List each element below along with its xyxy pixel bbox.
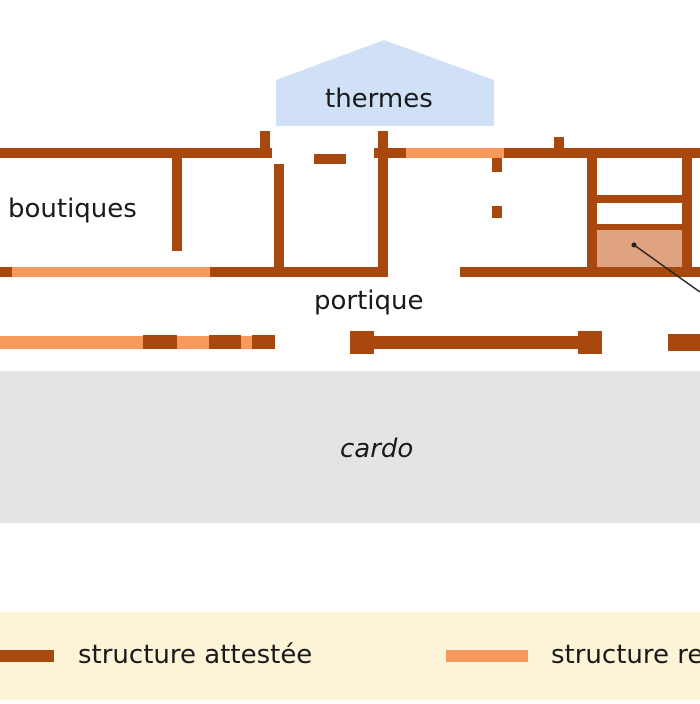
wall-room-shelf-2 [597, 224, 682, 230]
wall-partition-3 [378, 158, 388, 270]
wall-room-shelf [597, 195, 682, 203]
thermes-building [276, 40, 494, 126]
wall-stub-north-3 [378, 131, 388, 158]
legend-attested-swatch [0, 650, 54, 662]
wall-north-mid [374, 148, 406, 158]
wall-north-right [504, 148, 700, 158]
portique-label: portique [314, 286, 424, 316]
wall-pier-2 [492, 206, 502, 218]
wall-south-right [460, 267, 700, 277]
restored-north [406, 148, 504, 158]
legend-restored-label: structure re [551, 640, 700, 670]
restored-walls [0, 148, 504, 349]
wall-north-left [0, 148, 272, 158]
wall-south-left [210, 267, 388, 277]
wall-south-stub [0, 267, 12, 277]
shaded-room [596, 229, 686, 269]
legend: structure attestée structure re [0, 612, 700, 700]
wall-stub-north-1 [260, 131, 270, 158]
thermes-label: thermes [325, 84, 433, 114]
colonnade-long [350, 336, 602, 349]
room-pointer-line [633, 244, 700, 293]
boutiques-label: boutiques [8, 194, 137, 224]
wall-room-left [587, 158, 597, 270]
room-pointer-dot [631, 242, 637, 248]
restored-colonnade-2 [177, 336, 209, 349]
restored-south [12, 267, 210, 277]
wall-partition-2 [274, 164, 284, 270]
cardo-street [0, 371, 700, 523]
colonnade-base-left [350, 331, 374, 354]
restored-colonnade-3 [241, 336, 252, 349]
colonnade-block-1 [143, 335, 177, 349]
colonnade-block-2 [209, 335, 241, 349]
wall-segment-north-2 [314, 154, 346, 164]
wall-stub-north-4 [554, 137, 564, 158]
attested-walls [0, 131, 700, 354]
cardo-label: cardo [340, 434, 414, 464]
wall-partition-1 [172, 158, 182, 251]
restored-colonnade-1 [0, 336, 143, 349]
legend-restored-swatch [446, 650, 528, 662]
wall-room-right [682, 158, 692, 270]
colonnade-block-3 [252, 335, 275, 349]
wall-pier-1 [492, 158, 502, 172]
colonnade-right-stub [668, 334, 700, 351]
colonnade-base-right [578, 331, 602, 354]
legend-attested-label: structure attestée [78, 640, 313, 670]
